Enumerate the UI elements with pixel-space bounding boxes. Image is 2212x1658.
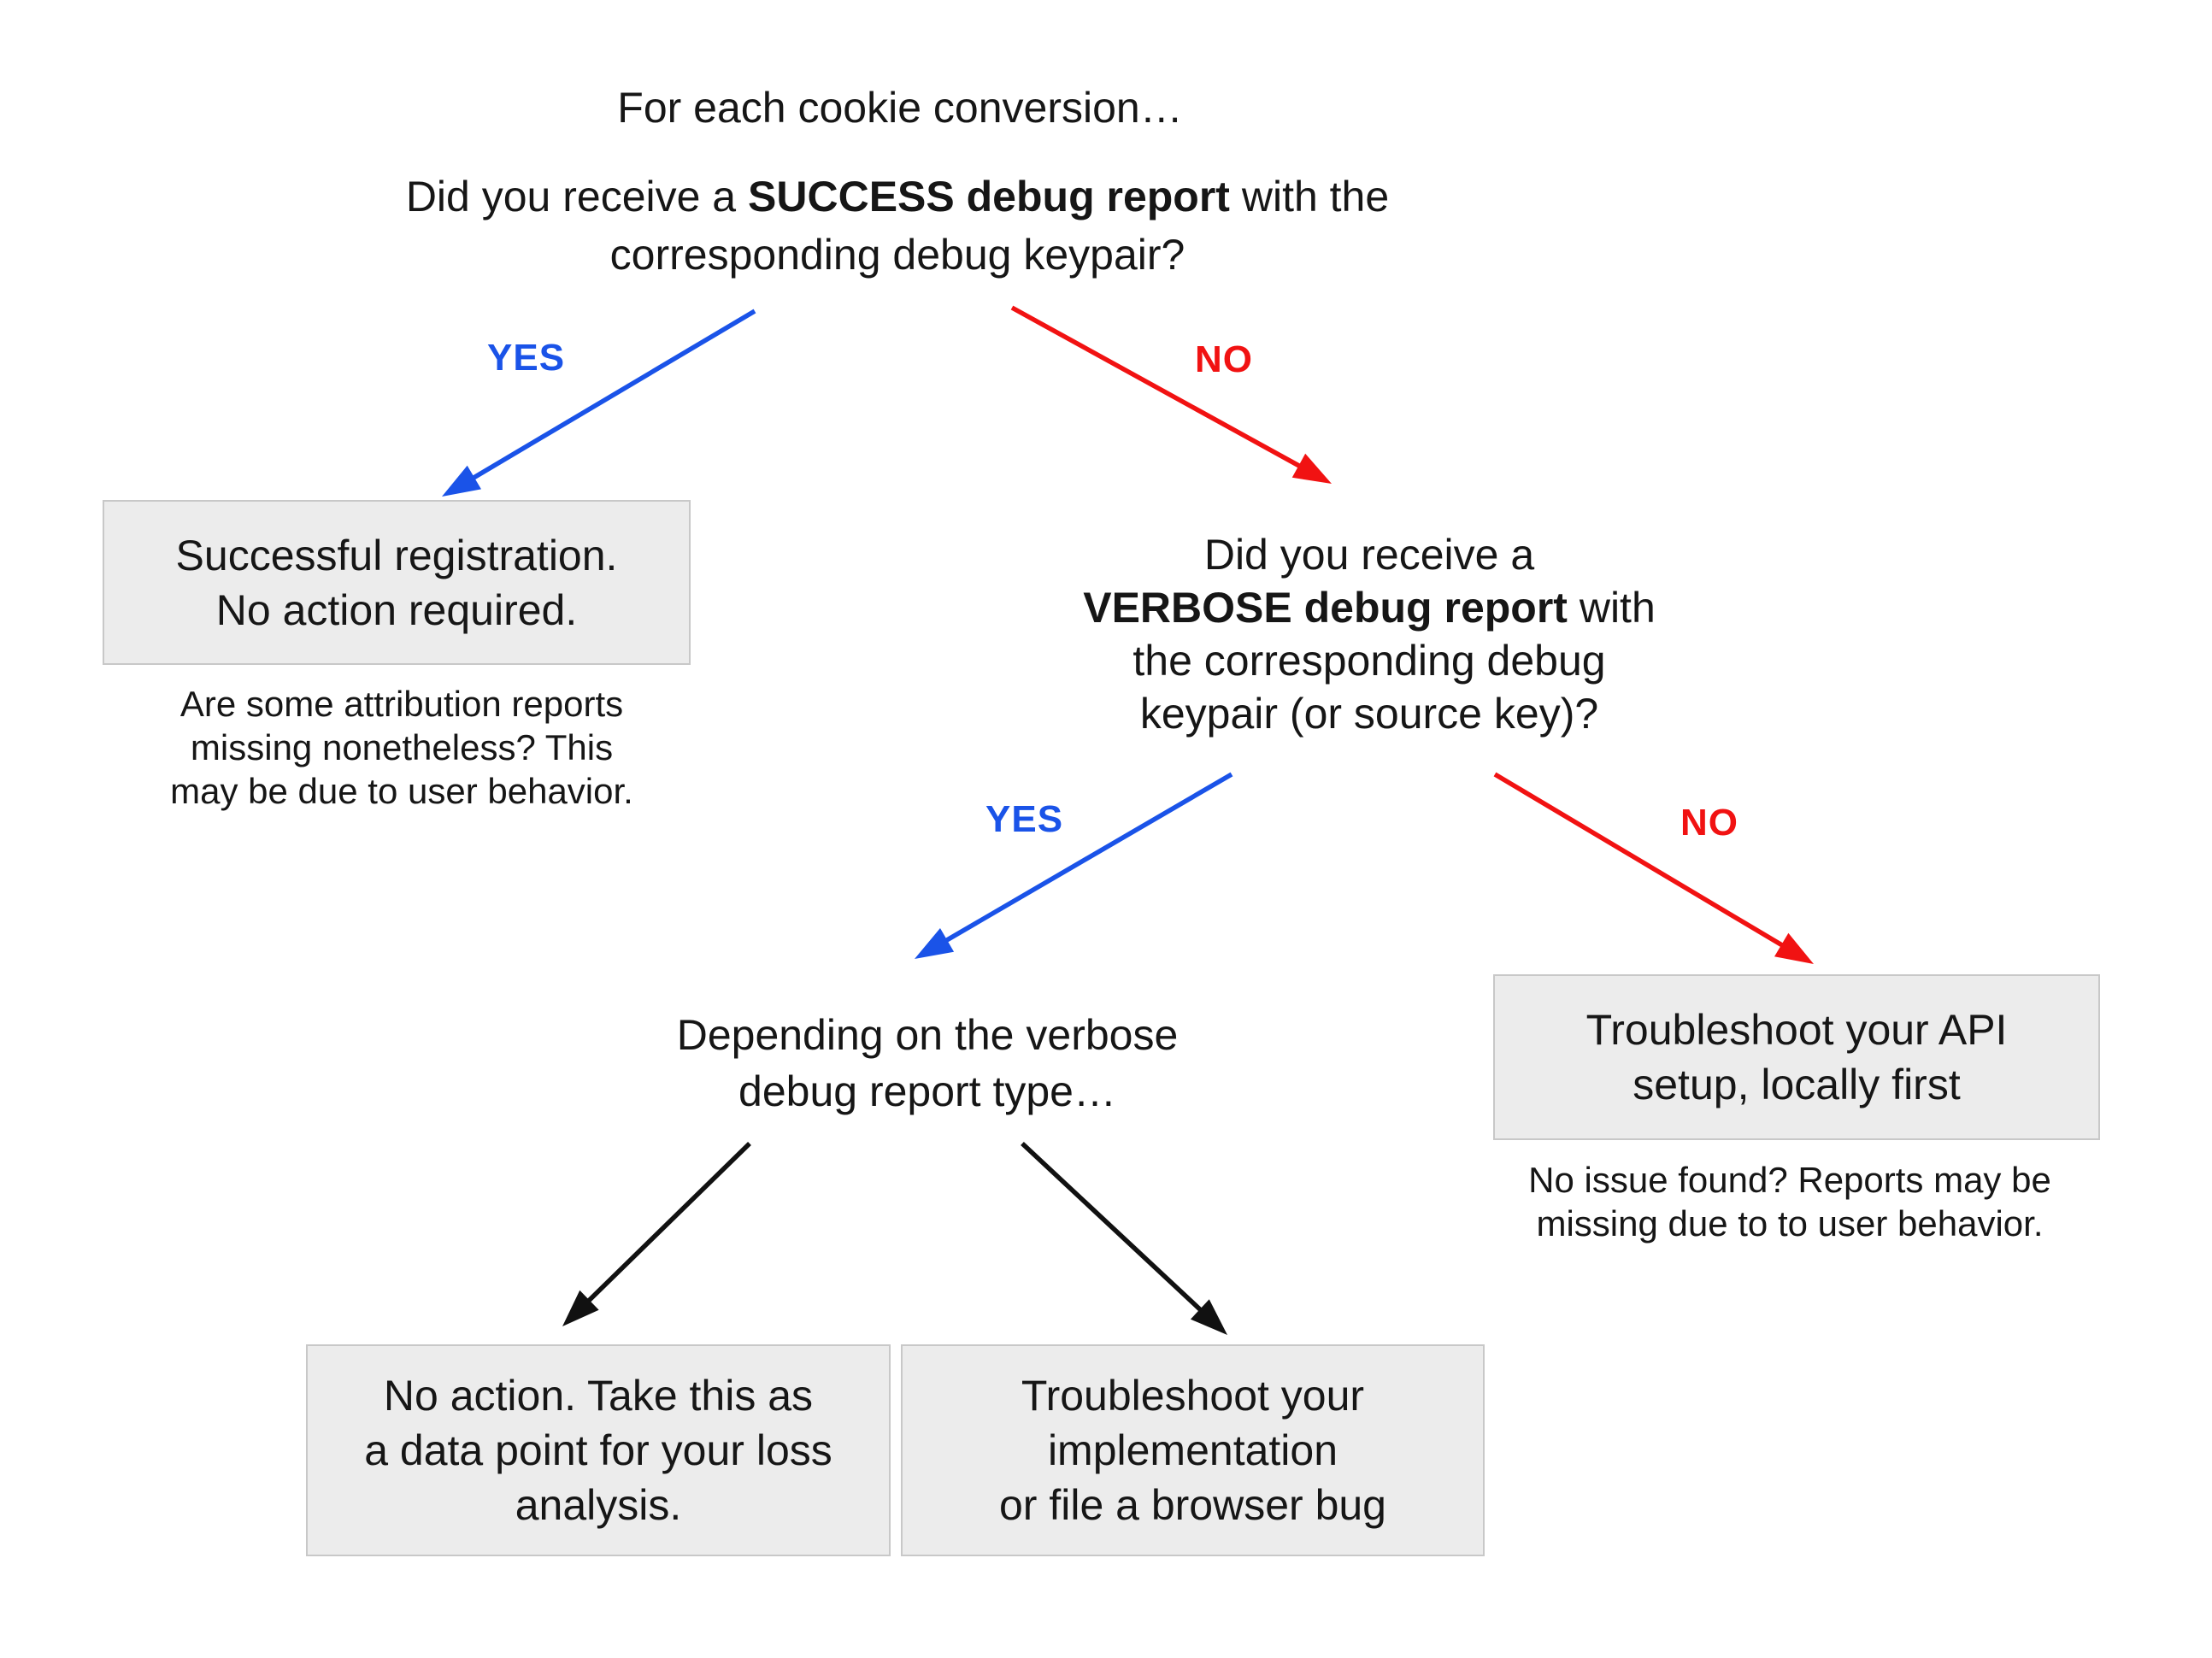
- arrow-success-no-head: [1291, 453, 1332, 484]
- arrow-success-no-line: [1010, 305, 1303, 470]
- arrow-verbose-no-head: [1774, 932, 1814, 964]
- arrow-verbose-no-line: [1493, 772, 1786, 949]
- edge-label-yes-2: YES: [985, 798, 1064, 840]
- arrow-verbose-yes-line: [943, 772, 1233, 944]
- edge-label-no-2: NO: [1680, 802, 1738, 844]
- edge-label-no-1: NO: [1195, 338, 1253, 380]
- box-successful-registration: Successful registration.No action requir…: [103, 500, 691, 665]
- root-condition-text: For each cookie conversion…: [617, 84, 1183, 132]
- question-success-debug-report: Did you receive a SUCCESS debug report w…: [405, 173, 1390, 279]
- edge-label-yes-1: YES: [487, 337, 566, 379]
- arrow-report-type-right-line: [1021, 1141, 1204, 1314]
- arrow-report-type-left-line: [585, 1142, 751, 1305]
- arrow-report-type-right-head: [1190, 1299, 1227, 1335]
- arrow-report-type-left-head: [562, 1290, 599, 1326]
- arrow-success-yes-head: [442, 465, 482, 497]
- arrow-success-yes-line: [470, 309, 756, 481]
- arrow-verbose-yes-head: [915, 928, 955, 959]
